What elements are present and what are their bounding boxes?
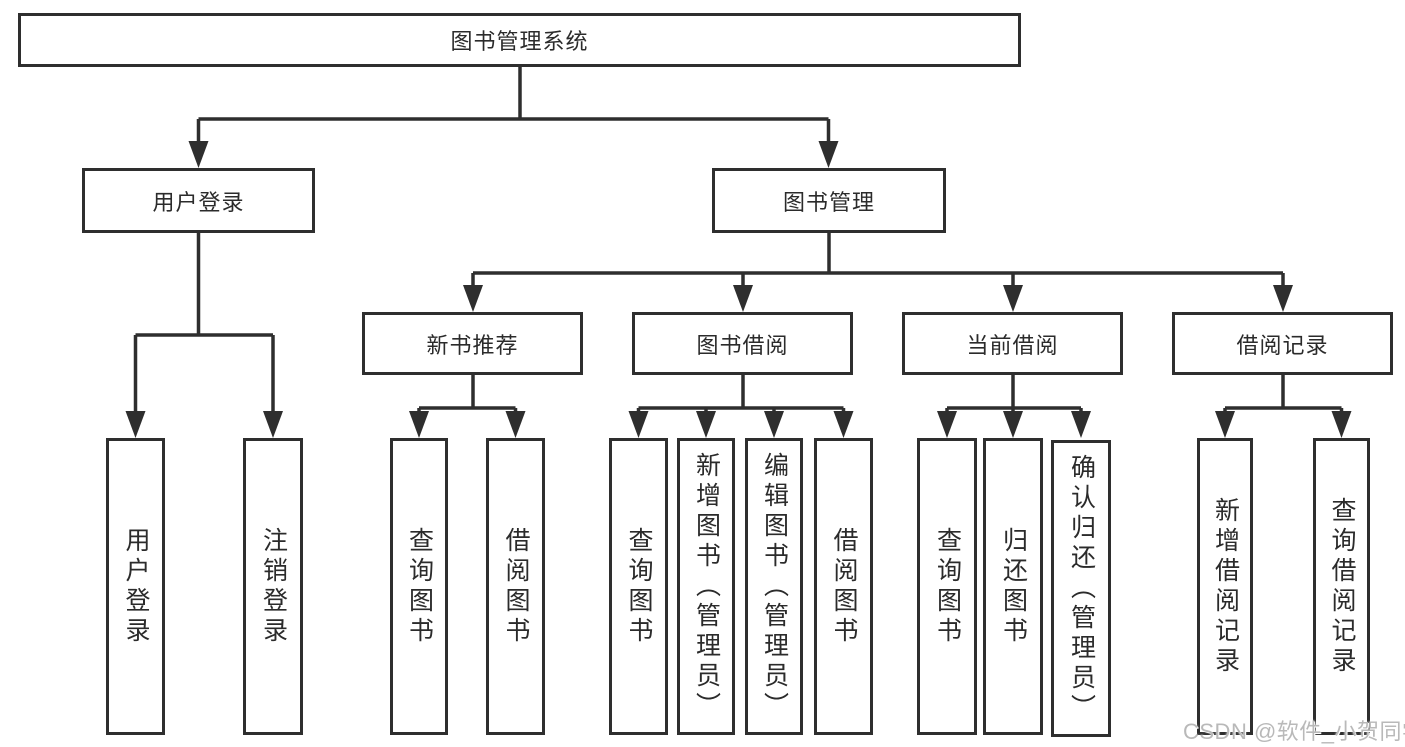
leaf-logout: 注销登录: [243, 438, 303, 735]
node-label: 查询图书: [405, 526, 434, 647]
node-label: 查询图书: [933, 526, 962, 647]
leaf-records-query: 查询借阅记录: [1313, 438, 1370, 735]
node-label: 当前借阅: [966, 332, 1059, 358]
node-label: 借阅图书: [830, 526, 858, 647]
node-label: 新增借阅记录: [1211, 496, 1240, 677]
node-new-book-recommend: 新书推荐: [362, 312, 583, 375]
node-user-login: 用户登录: [82, 168, 315, 233]
arrowhead-icons: [125, 141, 1352, 438]
leaf-borrow-borrow: 借阅图书: [814, 438, 873, 735]
node-book-borrow: 图书借阅: [632, 312, 853, 375]
node-label: 借阅记录: [1236, 332, 1329, 358]
leaf-borrow-query: 查询图书: [609, 438, 668, 735]
watermark: CSDN @软件_小贺同学: [1183, 719, 1405, 744]
node-label: 编辑图书（管理员）: [760, 451, 789, 722]
node-label: 注销登录: [259, 526, 288, 647]
node-label: 用户登录: [122, 526, 150, 647]
leaf-borrow-edit: 编辑图书（管理员）: [745, 438, 803, 735]
node-borrow-records: 借阅记录: [1172, 312, 1393, 375]
connector-paths: [133, 67, 1344, 415]
leaf-newbook-borrow: 借阅图书: [486, 438, 545, 735]
node-label: 图书借阅: [696, 332, 789, 358]
leaf-current-query: 查询图书: [917, 438, 977, 735]
node-label: 查询图书: [625, 526, 653, 647]
node-label: 用户登录: [152, 189, 245, 215]
node-label: 查询借阅记录: [1328, 496, 1356, 677]
node-label: 确认归还（管理员）: [1067, 453, 1096, 724]
leaf-records-add: 新增借阅记录: [1197, 438, 1253, 735]
node-current-borrow: 当前借阅: [902, 312, 1123, 375]
leaf-current-return: 归还图书: [983, 438, 1043, 735]
node-label: 新书推荐: [426, 332, 519, 358]
node-root: 图书管理系统: [18, 13, 1021, 67]
leaf-newbook-query: 查询图书: [390, 438, 448, 735]
node-label: 图书管理: [782, 189, 875, 215]
node-label: 借阅图书: [502, 526, 530, 647]
node-book-management: 图书管理: [712, 168, 946, 233]
node-label: 新增图书（管理员）: [692, 451, 721, 722]
leaf-user-login: 用户登录: [106, 438, 165, 735]
leaf-current-confirm: 确认归还（管理员）: [1051, 440, 1111, 737]
leaf-borrow-add: 新增图书（管理员）: [677, 438, 735, 735]
node-label: 图书管理系统: [450, 29, 589, 54]
node-label: 归还图书: [999, 526, 1028, 647]
